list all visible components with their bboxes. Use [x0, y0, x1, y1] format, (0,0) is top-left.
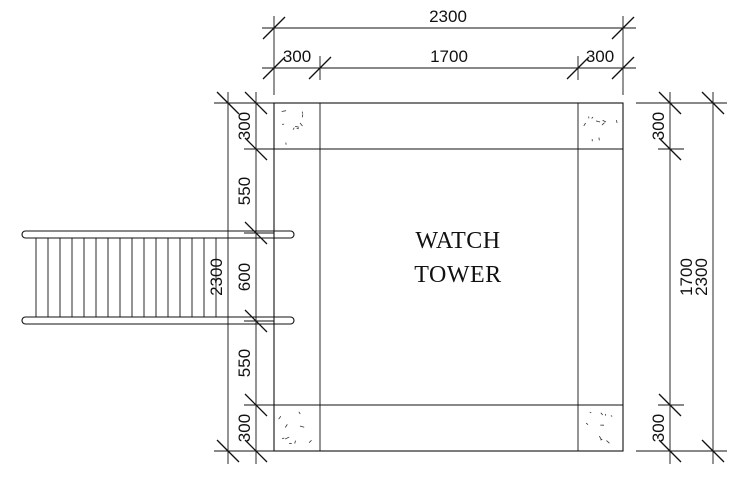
ladder — [21, 230, 295, 325]
ladder-rungs — [35, 238, 217, 317]
concrete-speck — [299, 122, 303, 127]
tick — [262, 56, 286, 80]
dim-right-bottom-post: 300 — [649, 414, 668, 442]
tower-frame — [273, 102, 624, 452]
tick — [216, 91, 240, 115]
concrete-speck — [610, 415, 613, 417]
concrete-speck — [583, 122, 586, 127]
concrete-speck — [292, 127, 295, 130]
concrete-speck — [284, 424, 288, 428]
tick — [658, 137, 682, 161]
tick — [244, 137, 268, 161]
dim-left-ladder-width: 600 — [235, 263, 254, 291]
dim-left-upper-gap: 550 — [235, 177, 254, 205]
concrete-speck — [595, 120, 601, 123]
concrete-speck — [296, 127, 299, 130]
top-dimensions: 2300 300 1700 300 — [262, 7, 636, 95]
concrete-speck — [600, 412, 603, 416]
tick — [701, 439, 725, 463]
concrete-speck — [598, 435, 602, 441]
dim-top-left-post: 300 — [283, 47, 311, 66]
dim-right-top-post: 300 — [649, 112, 668, 140]
tick — [611, 16, 635, 40]
tower-label-line1: WATCH — [415, 228, 500, 254]
tower-outline — [273, 102, 624, 452]
tick — [244, 309, 268, 333]
concrete-speck — [301, 114, 304, 118]
concrete-speck — [591, 116, 594, 119]
left-dimensions: 2300 300 550 600 550 300 — [207, 91, 274, 464]
dim-left-lower-gap: 550 — [235, 349, 254, 377]
dim-top-right-post: 300 — [586, 47, 614, 66]
tower-label-line2: TOWER — [414, 262, 501, 288]
concrete-speck — [298, 411, 301, 415]
concrete-speck — [294, 440, 296, 444]
right-dimensions: 300 1700 300 2300 — [636, 91, 727, 464]
concrete-speck — [278, 416, 282, 420]
concrete-speck — [281, 437, 285, 440]
tick — [244, 221, 268, 245]
tick — [308, 56, 332, 80]
concrete-speck — [602, 119, 607, 123]
dim-top-overall: 2300 — [429, 7, 467, 26]
tick — [244, 91, 268, 115]
dim-left-top-post: 300 — [235, 112, 254, 140]
concrete-speck — [285, 436, 290, 440]
tick — [216, 439, 240, 463]
concrete-speck — [616, 119, 618, 124]
concrete-speck — [281, 110, 287, 112]
concrete-speck — [585, 422, 589, 425]
ladder-upper-rail — [21, 230, 295, 239]
tick — [658, 439, 682, 463]
dim-left-overall: 2300 — [207, 258, 226, 296]
tick — [244, 393, 268, 417]
tick — [244, 439, 268, 463]
dim-right-middle: 1700 — [677, 258, 696, 296]
tick — [658, 393, 682, 417]
tick — [658, 91, 682, 115]
dim-right-overall: 2300 — [692, 258, 711, 296]
concrete-post-hatching — [278, 110, 618, 444]
tick — [611, 56, 635, 80]
tick — [701, 91, 725, 115]
concrete-speck — [294, 125, 300, 128]
dim-top-middle: 1700 — [430, 47, 468, 66]
concrete-speck — [604, 413, 607, 416]
concrete-speck — [606, 440, 610, 444]
concrete-speck — [308, 439, 312, 443]
tick — [262, 16, 286, 40]
tick — [566, 56, 590, 80]
concrete-speck — [299, 425, 305, 428]
concrete-speck — [601, 122, 605, 126]
dim-left-bottom-post: 300 — [235, 414, 254, 442]
